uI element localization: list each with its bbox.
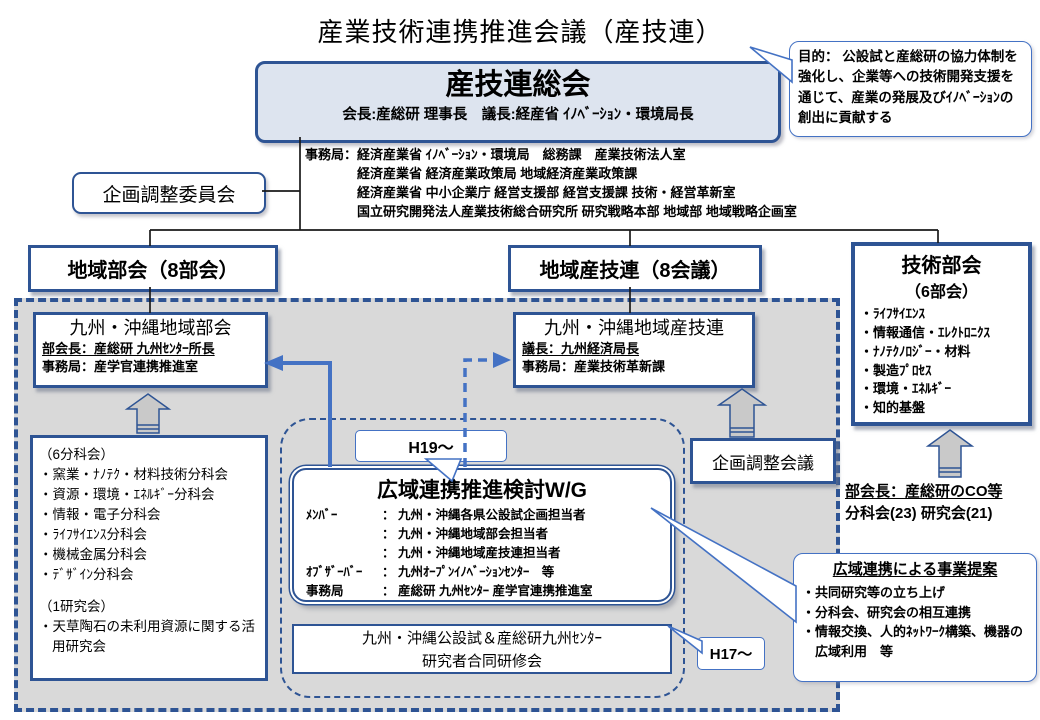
wg-row-value: 九州・沖縄地域部会担当者 xyxy=(398,527,549,541)
h17-callout: H17～ xyxy=(697,637,765,670)
soukai-title: 産技連総会 xyxy=(445,69,591,101)
list-item: ・資源・環境・ｴﾈﾙｷﾞｰ分科会 xyxy=(39,486,215,502)
secretariat-line: 経済産業省 経済産業政策局 地域経済産業政策課 xyxy=(357,165,638,181)
wg-row-label: ﾒﾝﾊﾞｰ xyxy=(306,508,338,522)
secretariat-block: 事務局： 経済産業省 ｲﾉﾍﾞｰｼｮﾝ・環境局 総務課 産業技術法人室 経済産業… xyxy=(305,146,797,222)
training-line1: 九州・沖縄公設試＆産総研九州ｾﾝﾀｰ xyxy=(361,630,602,647)
list-item: ・機械金属分科会 xyxy=(39,546,147,562)
soukai-box: 産技連総会 会長:産総研 理事長 議長:経産省 ｲﾉﾍﾞｰｼｮﾝ・環境局長 xyxy=(255,61,781,143)
list-item: ・情報交換、人的ﾈｯﾄﾜｰｸ構築、機器の広域利用 等 xyxy=(802,624,1024,659)
wg-row-label: ｵﾌﾞｻﾞｰﾊﾞｰ xyxy=(306,565,363,579)
wg-row-sep: ： xyxy=(382,565,395,579)
list-item: ・窯業・ﾅﾉﾃｸ・材料技術分科会 xyxy=(39,466,228,482)
training-box: 九州・沖縄公設試＆産総研九州ｾﾝﾀｰ 研究者合同研修会 xyxy=(292,624,672,674)
list-item: ・ﾗｲﾌｻｲｴﾝｽ分科会 xyxy=(39,526,147,542)
proposal-callout: 広域連携による事業提案 ・共同研究等の立ち上げ ・分科会、研究会の相互連携 ・情… xyxy=(793,553,1037,682)
soukai-subtitle: 会長:産総研 理事長 議長:経産省 ｲﾉﾍﾞｰｼｮﾝ・環境局長 xyxy=(342,107,694,124)
proposal-items: ・共同研究等の立ち上げ ・分科会、研究会の相互連携 ・情報交換、人的ﾈｯﾄﾜｰｸ… xyxy=(802,583,1028,661)
kyushu-bukai-title: 九州・沖縄地域部会 xyxy=(69,318,232,338)
secretariat-line: 経済産業省 中小企業庁 経営支援部 経営支援課 技術・経営革新室 xyxy=(357,184,736,200)
secretariat-line: 国立研究開発法人産業技術総合研究所 研究戦略本部 地域部 地域戦略企画室 xyxy=(357,203,797,219)
regional-sangiren-box: 地域産技連（8会議） xyxy=(508,245,762,292)
kyushu-sangiren-chair: 議長：九州経済局長 xyxy=(522,340,640,356)
page-title: 産業技術連携推進会議（産技連） xyxy=(317,17,723,47)
block-arrow-up-icon xyxy=(925,429,975,478)
list-item: ・ﾃﾞｻﾞｲﾝ分科会 xyxy=(39,566,134,582)
list-item: ・共同研究等の立ち上げ xyxy=(802,585,946,600)
secretariat-line: 経済産業省 ｲﾉﾍﾞｰｼｮﾝ・環境局 総務課 産業技術法人室 xyxy=(357,147,686,162)
wg-row-value: 九州・沖縄地域産技連担当者 xyxy=(398,546,561,560)
tech-bukai-chair: 部会長：産総研のCO等 xyxy=(845,483,1003,500)
list-item: ・分科会、研究会の相互連携 xyxy=(802,604,972,620)
wg-row-label xyxy=(306,544,382,563)
planning-committee-box: 企画調整委員会 xyxy=(72,172,266,214)
tech-bukai-box: 技術部会 （6部会） ・ﾗｲﾌｻｲｴﾝｽ ・情報通信・ｴﾚｸﾄﾛﾆｸｽ ・ﾅﾉﾃ… xyxy=(851,242,1032,426)
subcommittees-box: （6分科会） ・窯業・ﾅﾉﾃｸ・材料技術分科会 ・資源・環境・ｴﾈﾙｷﾞｰ分科会… xyxy=(30,435,268,681)
tech-bukai-items: ・ﾗｲﾌｻｲｴﾝｽ ・情報通信・ｴﾚｸﾄﾛﾆｸｽ ・ﾅﾉﾃｸﾉﾛｼﾞｰ・材料 ・… xyxy=(855,302,1028,418)
wg-row-value: 産総研 九州ｾﾝﾀｰ 産学官連携推進室 xyxy=(398,584,593,598)
regional-bukai-box: 地域部会（8部会） xyxy=(28,245,278,292)
wg-row-sep: ： xyxy=(382,508,395,522)
kyushu-bukai-chair: 部会長：産総研 九州ｾﾝﾀｰ所長 xyxy=(42,340,215,356)
list-item: ・ﾗｲﾌｻｲｴﾝｽ xyxy=(860,306,926,321)
list-item: ・ﾅﾉﾃｸﾉﾛｼﾞｰ・材料 xyxy=(860,343,971,359)
kyushu-bukai-box: 九州・沖縄地域部会 部会長：産総研 九州ｾﾝﾀｰ所長 事務局：産学官連携推進室 xyxy=(33,312,268,388)
wg-row: ：九州・沖縄地域産技連担当者 xyxy=(306,544,670,563)
wg-row-label xyxy=(306,525,382,544)
kyushu-sangiren-secretariat: 事務局：産業技術革新課 xyxy=(522,359,666,375)
kyushu-sangiren-title: 九州・沖縄地域産技連 xyxy=(544,318,724,338)
tech-bukai-title: 技術部会 xyxy=(901,255,982,277)
wg-rows: ﾒﾝﾊﾞｰ：九州・沖縄各県公設試企画担当者 ：九州・沖縄地域部会担当者 ：九州・… xyxy=(306,506,670,601)
secretariat-label: 事務局： xyxy=(305,147,358,162)
tech-bukai-chair-note: 部会長：産総研のCO等 分科会(23) 研究会(21) xyxy=(845,481,1037,525)
kyushu-bukai-secretariat: 事務局：産学官連携推進室 xyxy=(42,359,199,375)
wg-row-sep: ： xyxy=(382,527,395,541)
wg-box: 広域連携推進検討W/G ﾒﾝﾊﾞｰ：九州・沖縄各県公設試企画担当者 ：九州・沖縄… xyxy=(292,468,672,602)
secretariat-lines: 経済産業省 ｲﾉﾍﾞｰｼｮﾝ・環境局 総務課 産業技術法人室 経済産業省 経済産… xyxy=(357,146,797,222)
wg-row-sep: ： xyxy=(382,584,395,598)
subcommittee-group2-title: （1研究会） xyxy=(39,598,115,614)
list-item: ・環境・ｴﾈﾙｷﾞｰ xyxy=(860,381,952,397)
purpose-callout: 目的： 公設試と産総研の協力体制を強化し、企業等への技術開発支援を通じて、産業の… xyxy=(789,41,1032,137)
wg-row: ﾒﾝﾊﾞｰ ：九州・沖縄各県公設試企画担当者 xyxy=(306,506,670,525)
wg-row: 事務局 ：産総研 九州ｾﾝﾀｰ 産学官連携推進室 xyxy=(306,582,670,601)
wg-title: 広域連携推進検討W/G xyxy=(377,479,587,502)
subcommittee-group1-title: （6分科会） xyxy=(39,447,115,462)
tech-bukai-subtitle: （6部会） xyxy=(905,284,978,301)
h19-callout: H19～ xyxy=(355,430,507,462)
proposal-title: 広域連携による事業提案 xyxy=(832,561,998,578)
wg-row-label: 事務局 xyxy=(306,584,344,598)
wg-row: ：九州・沖縄地域部会担当者 xyxy=(306,525,670,544)
tech-bukai-counts: 分科会(23) 研究会(21) xyxy=(845,504,993,522)
wg-row-sep: ： xyxy=(382,546,395,560)
wg-row-value: 九州・沖縄各県公設試企画担当者 xyxy=(398,508,586,522)
kyushu-sangiren-box: 九州・沖縄地域産技連 議長：九州経済局長 事務局：産業技術革新課 xyxy=(513,312,755,388)
list-item: ・天草陶石の未利用資源に関する活用研究会 xyxy=(39,618,255,654)
wg-row-value: 九州ｵｰﾌﾟﾝｲﾉﾍﾞｰｼｮﾝｾﾝﾀｰ 等 xyxy=(398,565,555,579)
planning-meeting-box: 企画調整会議 xyxy=(690,438,836,484)
list-item: ・情報・電子分科会 xyxy=(39,506,161,522)
training-line2: 研究者合同研修会 xyxy=(421,652,542,670)
list-item: ・情報通信・ｴﾚｸﾄﾛﾆｸｽ xyxy=(860,324,991,340)
list-item: ・製造ﾌﾟﾛｾｽ xyxy=(860,362,932,378)
wg-row: ｵﾌﾞｻﾞｰﾊﾞｰ ：九州ｵｰﾌﾟﾝｲﾉﾍﾞｰｼｮﾝｾﾝﾀｰ 等 xyxy=(306,563,670,582)
list-item: ・知的基盤 xyxy=(860,400,926,416)
